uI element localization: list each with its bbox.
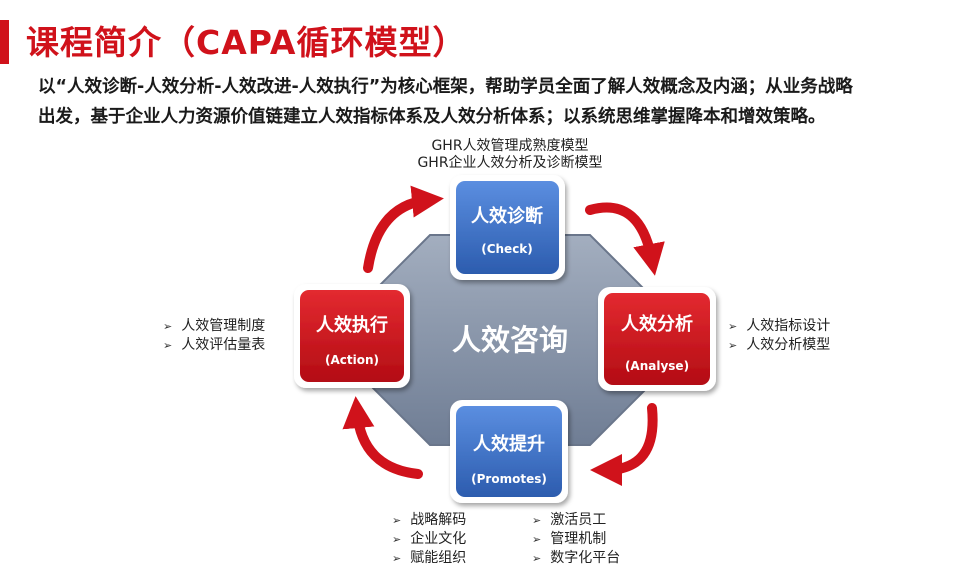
list-item: 企业文化: [392, 530, 466, 549]
node-check-sub: (Check): [481, 242, 533, 256]
node-analyse-title: 人效分析: [621, 313, 693, 335]
node-check: [450, 175, 565, 280]
node-analyse: [598, 287, 716, 391]
check-label-1: GHR人效管理成熟度模型: [431, 138, 589, 154]
arrow-analyse-to-promote: [590, 403, 658, 486]
check-labels: GHR人效管理成熟度模型 GHR企业人效分析及诊断模型: [380, 138, 640, 172]
node-promote: [450, 400, 568, 503]
intro-line-1: 以“人效诊断-人效分析-人效改进-人效执行”为核心框架，帮助学员全面了解人效概念…: [38, 77, 853, 97]
list-item: 人效分析模型: [728, 336, 830, 355]
check-label-2: GHR企业人效分析及诊断模型: [417, 155, 603, 171]
action-bullets: 人效管理制度 人效评估量表: [163, 317, 265, 355]
arrow-action-to-check: [363, 185, 444, 273]
list-item: 数字化平台: [532, 549, 620, 568]
list-item: 激活员工: [532, 511, 620, 530]
intro-line-2: 出发，基于企业人力资源价值链建立人效指标体系及人效分析体系；以系统思维掌握降本和…: [38, 107, 826, 127]
node-analyse-sub: (Analyse): [625, 359, 689, 373]
node-action: [294, 284, 410, 388]
node-check-title: 人效诊断: [471, 205, 543, 227]
arrow-promote-to-action: [342, 396, 423, 479]
page-title: 课程简介（CAPA循环模型）: [26, 23, 467, 62]
list-item: 人效管理制度: [163, 317, 265, 336]
list-item: 人效评估量表: [163, 336, 265, 355]
node-promote-title: 人效提升: [473, 433, 545, 455]
promote-bullets-right: 激活员工 管理机制 数字化平台: [532, 511, 620, 568]
node-action-title: 人效执行: [316, 314, 388, 336]
node-promote-sub: (Promotes): [471, 472, 547, 486]
arrow-check-to-analyse: [585, 202, 665, 276]
list-item: 战略解码: [392, 511, 466, 530]
title-accent-bar: [0, 20, 9, 64]
node-action-sub: (Action): [325, 353, 379, 367]
list-item: 赋能组织: [392, 549, 466, 568]
analyse-bullets: 人效指标设计 人效分析模型: [728, 317, 830, 355]
intro-text: 以“人效诊断-人效分析-人效改进-人效执行”为核心框架，帮助学员全面了解人效概念…: [38, 72, 948, 132]
promote-bullets-left: 战略解码 企业文化 赋能组织: [392, 511, 466, 568]
center-label: 人效咨询: [452, 323, 568, 357]
list-item: 人效指标设计: [728, 317, 830, 336]
list-item: 管理机制: [532, 530, 620, 549]
